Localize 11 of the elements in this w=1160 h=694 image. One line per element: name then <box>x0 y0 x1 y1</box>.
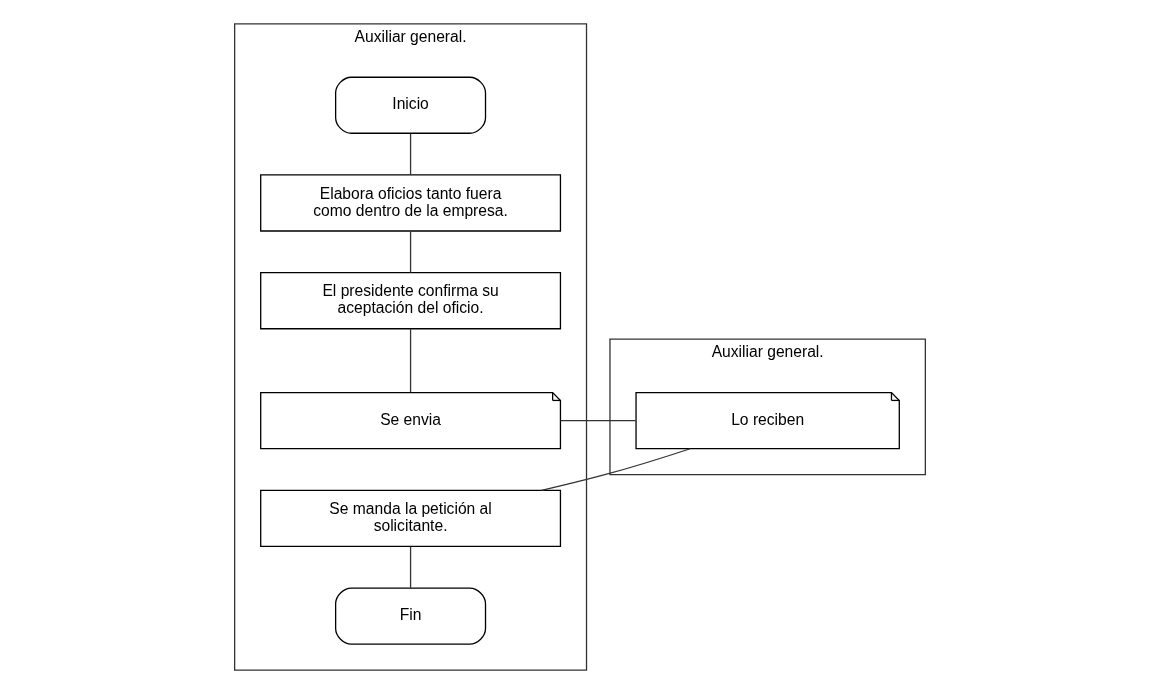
connector <box>540 448 691 491</box>
connector <box>409 132 412 176</box>
node-box: El presidente confirma su aceptación del oficio. <box>260 272 562 330</box>
node-box: Se manda la petición al solicitante. <box>260 489 562 548</box>
node-box: Elabora oficios tanto fuera como dentro de la empresa. <box>260 174 562 232</box>
connector <box>559 420 637 422</box>
node-box: Inicio <box>335 76 487 134</box>
connector <box>409 546 412 589</box>
connector <box>409 328 412 393</box>
node-box: Fin <box>335 587 487 645</box>
connector <box>409 230 412 274</box>
